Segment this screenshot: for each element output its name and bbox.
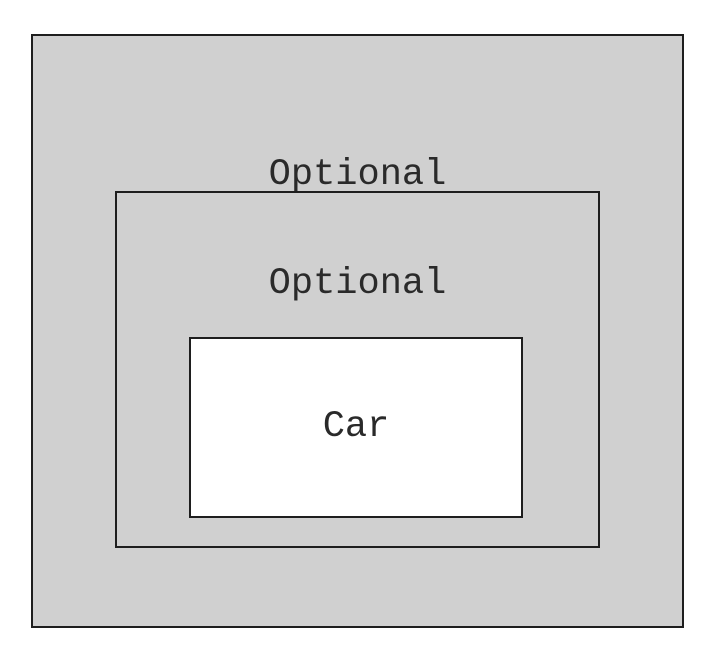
outer-optional-box: Optional Optional Car <box>31 34 684 628</box>
middle-optional-label: Optional <box>268 263 447 305</box>
outer-optional-label: Optional <box>268 154 447 196</box>
car-label: Car <box>322 406 390 448</box>
car-box: Car <box>189 337 523 518</box>
middle-optional-box: Optional Car <box>115 191 600 548</box>
